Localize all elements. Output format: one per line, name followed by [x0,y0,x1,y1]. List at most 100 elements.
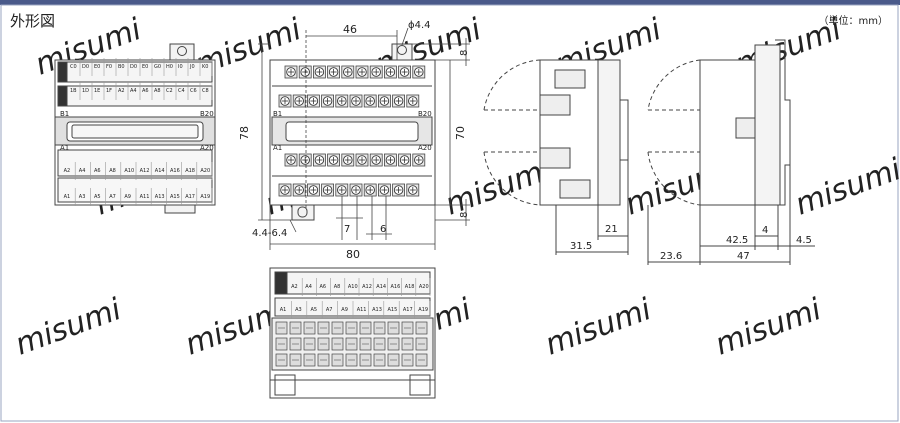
dim-31-5-label: 31.5 [570,241,592,252]
front-top-label: E0 [94,64,100,70]
front-mid-marker [57,85,68,107]
front-mid-label: 1D [82,88,89,94]
terminal-b1: B1 [273,110,282,118]
front-bottom-label: A13 [155,194,165,200]
front-low-label: A12 [140,168,150,174]
dim-phi-label: ϕ4.4 [408,20,431,31]
bottom-low-label: A9 [341,307,348,313]
front-low-label: A20 [200,168,210,174]
front-top-label: B0 [118,64,125,70]
front-mid-label: C8 [202,88,209,94]
front-low-label: A8 [109,168,116,174]
bottom-low-label: A15 [388,307,398,313]
drawing-border [0,4,899,422]
bottom-low-label: A5 [311,307,318,313]
front-top-label: H0 [166,64,173,70]
front-bottom-label: A7 [109,194,116,200]
drawing-title: 外形図 [10,12,56,30]
bottom-top-label: A14 [376,284,386,290]
bottom-low-label: A19 [418,307,428,313]
header-accent-bar [0,0,900,5]
watermark-text: misumi [791,152,900,223]
bottom-low-label: A3 [295,307,302,313]
terminal-a20: A20 [418,144,432,152]
front-top-label: F0 [106,64,112,70]
front-top-label: D0 [82,64,89,70]
dim-6-label: 6 [380,224,386,235]
bottom-foot-left [274,374,296,396]
front-bottom-label: A17 [185,194,195,200]
side1-screw-bot [559,179,591,199]
dim-hole-leader [289,219,297,233]
front-mid-label: C6 [190,88,197,94]
front-low-label: A18 [185,168,195,174]
bottom-top-label: A18 [405,284,415,290]
front-mid-label: 1B [70,88,77,94]
dim-hole-label: 4.4-6.4 [252,228,287,239]
dim-42-5-label: 42.5 [726,235,748,246]
dim-4-5-label: 4.5 [796,235,812,246]
front-low-label: A4 [79,168,86,174]
dim-47-label: 47 [737,251,750,262]
side1-arc-top [483,59,541,111]
side2-connector [735,117,757,139]
front-top-marker [57,61,68,83]
front-bottom-label: A19 [200,194,210,200]
dim-8-top-label: 8 [459,50,470,56]
terminal-bottom-ear [291,204,315,221]
front-b1: B1 [60,110,69,118]
bottom-low-label: A1 [280,307,287,313]
bottom-top-label: A4 [305,284,312,290]
side1-screw-top [554,69,586,89]
dim-8-bot-label: 8 [459,212,470,218]
front-low-label: A16 [170,168,180,174]
front-mid-label: C2 [166,88,173,94]
front-mid-label: C4 [178,88,185,94]
side2-rail [754,44,781,206]
side1-block-2 [539,147,571,169]
bottom-top-label: A10 [348,284,358,290]
front-foot [164,204,196,214]
side1-block-1 [539,94,571,116]
terminal-view [269,43,436,221]
front-mid-label: 1F [106,88,112,94]
dim-80-label: 80 [346,248,360,261]
front-bottom-strip [57,177,213,203]
front-top-label: E0 [142,64,148,70]
terminal-top-ear [391,43,413,61]
front-bottom-label: A9 [124,194,131,200]
front-mid-label: A8 [154,88,161,94]
front-low-label: A6 [94,168,101,174]
front-connector-pins [71,124,199,139]
front-mount-hole [177,46,187,56]
front-a20: A20 [200,144,214,152]
front-bottom-label: A3 [79,194,86,200]
front-top-label: K0 [202,64,208,70]
unit-label: （単位：mm） [818,16,888,27]
bottom-low-label: A13 [372,307,382,313]
front-mid-label: A6 [142,88,149,94]
side2-clip [775,39,791,206]
dim-7-label: 7 [344,224,350,235]
side-view-left [483,59,629,255]
dim-78-label: 78 [238,126,251,140]
dim-70-label: 70 [454,126,467,140]
dim-4-label: 4 [762,225,768,236]
front-mid-label: 1E [94,88,100,94]
bottom-foot-right [409,374,431,396]
bottom-top-strip [274,271,431,295]
bottom-top-label: A6 [320,284,327,290]
front-low-label: A14 [155,168,165,174]
dim-23-6-label: 23.6 [660,251,682,262]
watermark-text: misumi [541,292,657,363]
terminal-dimensions [258,27,470,250]
bottom-top-label: A8 [334,284,341,290]
terminal-top-hole [397,45,407,55]
front-top-label: I0 [178,64,183,70]
bottom-top-marker [274,271,288,295]
bottom-top-label: A20 [419,284,429,290]
front-bottom-label: A1 [64,194,71,200]
